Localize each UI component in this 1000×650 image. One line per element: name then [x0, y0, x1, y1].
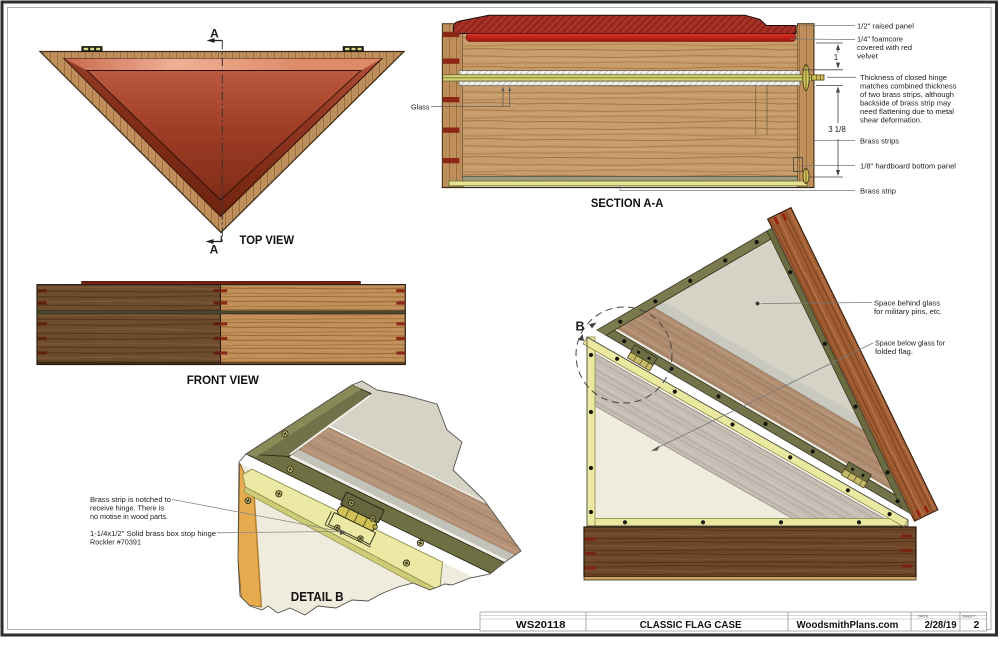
svg-text:B: B — [575, 320, 584, 334]
svg-text:Brass strips: Brass strips — [860, 136, 899, 145]
svg-text:A: A — [210, 243, 219, 257]
svg-text:2: 2 — [973, 619, 979, 631]
svg-text:Brass strip: Brass strip — [860, 186, 896, 195]
svg-text:FRONT VIEW: FRONT VIEW — [187, 373, 259, 387]
svg-text:Glass: Glass — [411, 103, 430, 112]
svg-text:receive hinge. There is: receive hinge. There is — [90, 504, 164, 513]
svg-text:DETAIL B: DETAIL B — [291, 590, 344, 604]
svg-text:A: A — [210, 26, 219, 40]
svg-text:shear deformation.: shear deformation. — [860, 115, 922, 124]
svg-text:3 1/8: 3 1/8 — [828, 125, 846, 134]
svg-text:1: 1 — [834, 53, 839, 62]
svg-text:DATE: DATE — [918, 614, 929, 619]
svg-text:Rockler #70391: Rockler #70391 — [90, 538, 141, 547]
svg-text:of two brass strips, although: of two brass strips, although — [860, 90, 954, 99]
svg-text:no motise in wood parts.: no motise in wood parts. — [90, 512, 168, 521]
svg-text:2/28/19: 2/28/19 — [925, 619, 957, 631]
svg-text:1/4" foamcore: 1/4" foamcore — [857, 35, 903, 44]
svg-text:Thickness of closed hinge: Thickness of closed hinge — [860, 73, 947, 82]
svg-text:1-1/4x1/2" Solid brass box sto: 1-1/4x1/2" Solid brass box stop hinge — [90, 529, 216, 538]
svg-text:SECTION A-A: SECTION A-A — [591, 196, 664, 210]
svg-text:matches combined thickness: matches combined thickness — [860, 81, 957, 90]
svg-text:WoodsmithPlans.com: WoodsmithPlans.com — [797, 619, 899, 631]
svg-text:velvet: velvet — [857, 51, 879, 60]
svg-text:Space below glass for: Space below glass for — [875, 339, 945, 348]
svg-text:need flattening due to metal: need flattening due to metal — [860, 107, 954, 116]
svg-text:SHEET: SHEET — [962, 614, 976, 619]
svg-text:TOP VIEW: TOP VIEW — [240, 233, 295, 247]
svg-text:1/2" raised panel: 1/2" raised panel — [857, 21, 914, 30]
svg-text:Brass strip is notched to: Brass strip is notched to — [90, 495, 171, 504]
svg-text:covered with red: covered with red — [857, 43, 912, 52]
svg-text:1/8" hardboard bottom panel: 1/8" hardboard bottom panel — [860, 161, 956, 170]
svg-text:backside of brass strip may: backside of brass strip may — [860, 98, 951, 107]
svg-text:Space behind glass: Space behind glass — [874, 298, 940, 307]
svg-text:for military pins, etc.: for military pins, etc. — [874, 307, 942, 316]
svg-text:CLASSIC FLAG CASE: CLASSIC FLAG CASE — [640, 619, 742, 631]
svg-text:folded flag.: folded flag. — [875, 347, 913, 356]
svg-text:WS20118: WS20118 — [516, 619, 566, 631]
